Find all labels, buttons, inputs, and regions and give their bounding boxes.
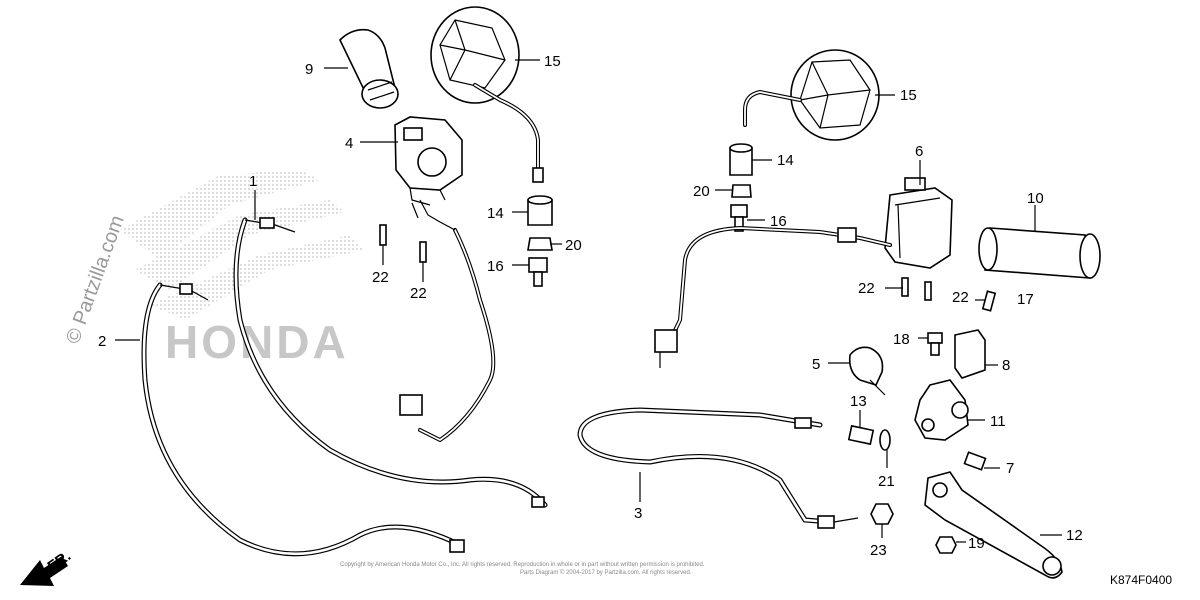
callout-23: 23 [870, 542, 887, 559]
footer-copyright-2: Parts Diagram © 2004-2017 by Partzilla.c… [520, 569, 692, 576]
callout-11: 11 [990, 413, 1006, 430]
callout-19: 19 [968, 535, 985, 552]
callout-22-d: 22 [952, 289, 969, 306]
holder-8[interactable] [954, 329, 986, 379]
callout-12: 12 [1066, 527, 1083, 544]
callout-20-left: 20 [565, 237, 582, 254]
callout-16-right: 16 [770, 213, 787, 230]
callout-15-right: 15 [900, 87, 917, 104]
switch-housing-right[interactable] [394, 116, 463, 206]
callout-22-a: 22 [372, 269, 389, 286]
bolt-7[interactable] [963, 451, 987, 471]
locknut-21[interactable] [879, 429, 891, 451]
mirror-right[interactable] [743, 49, 880, 141]
switch-housing-left[interactable] [884, 177, 953, 269]
callout-15-top: 15 [544, 53, 561, 70]
screw-22-left-b[interactable] [419, 241, 427, 263]
callout-1: 1 [249, 173, 257, 190]
callout-3: 3 [634, 505, 642, 522]
callout-20-right: 20 [693, 183, 710, 200]
screw-22-right-b[interactable] [924, 281, 932, 301]
bolt-adapter-14-right[interactable] [729, 143, 753, 176]
nut-23[interactable] [870, 503, 894, 525]
callout-7: 7 [1006, 460, 1014, 477]
callout-22-b: 22 [410, 285, 427, 302]
switch-harness-left [654, 225, 892, 368]
throttle-cable-b[interactable] [141, 282, 465, 557]
footer-copyright: Copyright by American Honda Motor Co., I… [340, 562, 705, 568]
callout-8: 8 [1002, 357, 1010, 374]
callout-2: 2 [98, 333, 106, 350]
adjuster-13[interactable] [847, 424, 875, 446]
callout-5: 5 [812, 356, 820, 373]
callout-22-c: 22 [858, 280, 875, 297]
watermark-brand: HONDA [165, 316, 349, 368]
throttle-cable-a[interactable] [233, 217, 548, 508]
callout-17: 17 [1017, 291, 1034, 308]
screw-22-right-a[interactable] [901, 277, 909, 297]
cover-5[interactable] [848, 346, 886, 396]
front-direction-arrow [20, 556, 68, 586]
clutch-cable-3[interactable] [577, 407, 859, 529]
throttle-grip[interactable] [339, 28, 399, 109]
switch-harness-right [399, 199, 496, 443]
screw-22-left-a[interactable] [379, 224, 387, 246]
callout-6: 6 [915, 143, 923, 160]
callout-14-left: 14 [487, 205, 504, 222]
grip-left[interactable] [978, 227, 1101, 279]
bolt-adapter-14-left[interactable] [527, 195, 553, 226]
clutch-lever-12[interactable] [924, 471, 1063, 579]
nut-20-right[interactable] [731, 184, 752, 198]
bolt-18[interactable] [927, 332, 943, 356]
nut-19[interactable] [935, 536, 957, 554]
bolt-16-left[interactable] [528, 257, 548, 287]
leader-lines [115, 59, 1062, 543]
bolt-16-right[interactable] [730, 204, 748, 232]
callout-13: 13 [850, 393, 867, 410]
callout-21: 21 [878, 473, 895, 490]
screw-22-right-c[interactable] [981, 290, 997, 312]
diagram-code: K874F0400 [1110, 573, 1172, 587]
callout-18: 18 [893, 331, 910, 348]
lever-bracket-11[interactable] [914, 379, 969, 441]
callout-14-right: 14 [777, 152, 794, 169]
callout-16-left: 16 [487, 258, 504, 275]
callout-4: 4 [345, 135, 353, 152]
callout-10: 10 [1027, 190, 1044, 207]
mirror-left[interactable] [430, 6, 544, 183]
callout-9: 9 [305, 61, 313, 78]
watermark-site: © Partzilla.com [62, 213, 129, 347]
nut-20-left[interactable] [527, 237, 553, 251]
honda-wing-watermark [120, 170, 365, 320]
